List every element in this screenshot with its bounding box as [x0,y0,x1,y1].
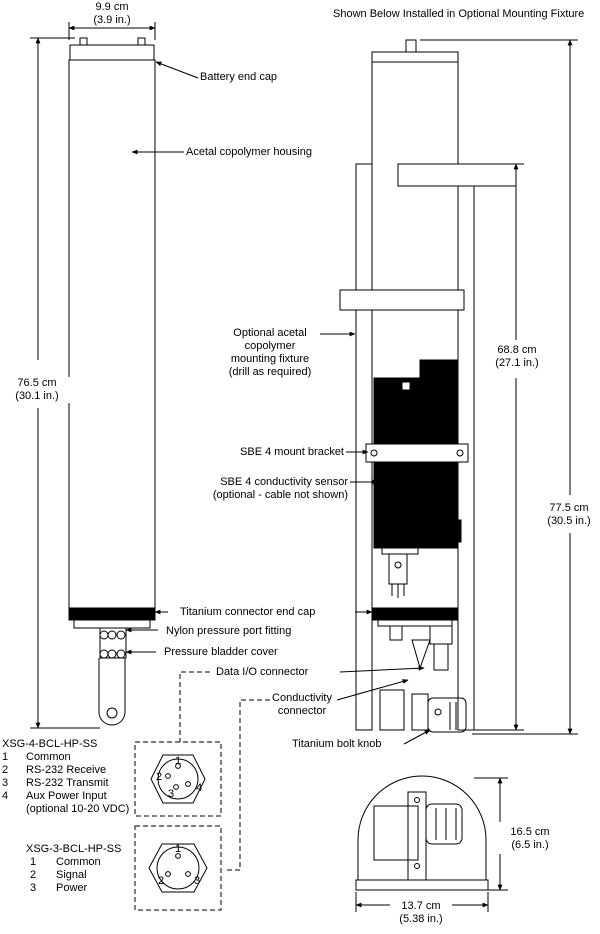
conductivity-line-1: Conductivity [272,692,332,704]
total-height-cm: 77.5 cm [549,502,589,514]
c4-face-pin-4: 4 [196,782,202,794]
right-connector-hardware [379,625,467,733]
base-width-label: 13.7 cm (5.38 in.) [390,900,452,926]
base-width-cm: 13.7 cm [401,900,441,912]
total-height-label: 77.5 cm (30.5 in.) [538,502,600,528]
fixture-height-label: 68.8 cm (27.1 in.) [488,344,546,370]
conductivity-line-2: connector [277,705,327,717]
sensor-mount-bracket [365,443,469,463]
fixture-line-1: Optional acetal [233,327,307,339]
left-bladder-fittings [98,627,127,726]
battery-cap-label: Battery end cap [200,71,278,83]
c3-face-pin-1: 1 [175,843,181,855]
height-cm: 76.5 cm [17,377,57,389]
height-dimension-label: 76.5 cm (30.1 in.) [4,377,70,403]
header-note: Shown Below Installed in Optional Mounti… [333,8,585,20]
base-height-cm: 16.5 cm [510,826,550,838]
connector4-title: XSG-4-BCL-HP-SS [2,738,98,750]
height-in: (30.1 in.) [15,390,59,402]
width-cm: 9.9 cm [95,1,129,13]
c3-face-pin-3: 3 [194,875,200,887]
fixture-height-cm: 68.8 cm [497,344,537,356]
sensor-label: SBE 4 conductivity sensor (optional - ca… [186,476,348,502]
fixture-line-3: mounting fixture [230,353,310,365]
connector4-face [134,741,222,817]
c4-face-pin-1: 1 [175,755,181,767]
c4-note: (optional 10-20 VDC) [26,803,130,815]
nylon-fitting-label: Nylon pressure port fitting [166,625,292,637]
bladder-cover-label: Pressure bladder cover [164,646,278,658]
left-housing-body [68,37,156,629]
fixture-height-in: (27.1 in.) [495,357,539,369]
left-width-dimension [68,22,156,40]
base-height-in: (6.5 in.) [511,839,549,851]
mount-bracket-label: SBE 4 mount bracket [240,446,344,458]
width-dimension-label: 9.9 cm (3.9 in.) [82,1,142,27]
total-height-dimension [420,39,578,735]
data-io-label: Data I/O connector [216,666,309,678]
ti-cap-label: Titanium connector end cap [180,606,316,618]
left-height-dimension [30,37,100,729]
connector-leader-dashes [179,671,270,871]
fixture-line-4: (drill as required) [228,366,312,378]
total-height-in: (30.5 in.) [547,515,591,527]
fixture-line-2: copolymer [244,340,296,352]
c3-face-pin-2: 2 [158,875,164,887]
conductivity-sensor [373,359,462,598]
base-height-label: 16.5 cm (6.5 in.) [502,826,558,852]
sensor-line-2: (optional - cable not shown) [212,489,348,501]
connector3-face [134,825,222,911]
base-end-view [355,775,489,891]
base-height-dimension [474,777,508,891]
width-in: (3.9 in.) [93,14,131,26]
c4-face-pin-2: 2 [156,771,162,783]
fixture-height-dimension [468,163,524,731]
connector3-title: XSG-3-BCL-HP-SS [26,843,122,855]
bolt-knob-label: Titanium bolt knob [292,738,382,750]
conductivity-connector-label: Conductivity connector [270,692,334,718]
sensor-line-1: SBE 4 conductivity sensor [220,476,348,488]
c4-face-pin-3: 3 [168,788,174,800]
fixture-label: Optional acetal copolymer mounting fixtu… [222,327,318,379]
housing-label: Acetal copolymer housing [186,146,312,158]
base-width-in: (5.38 in.) [399,913,443,925]
